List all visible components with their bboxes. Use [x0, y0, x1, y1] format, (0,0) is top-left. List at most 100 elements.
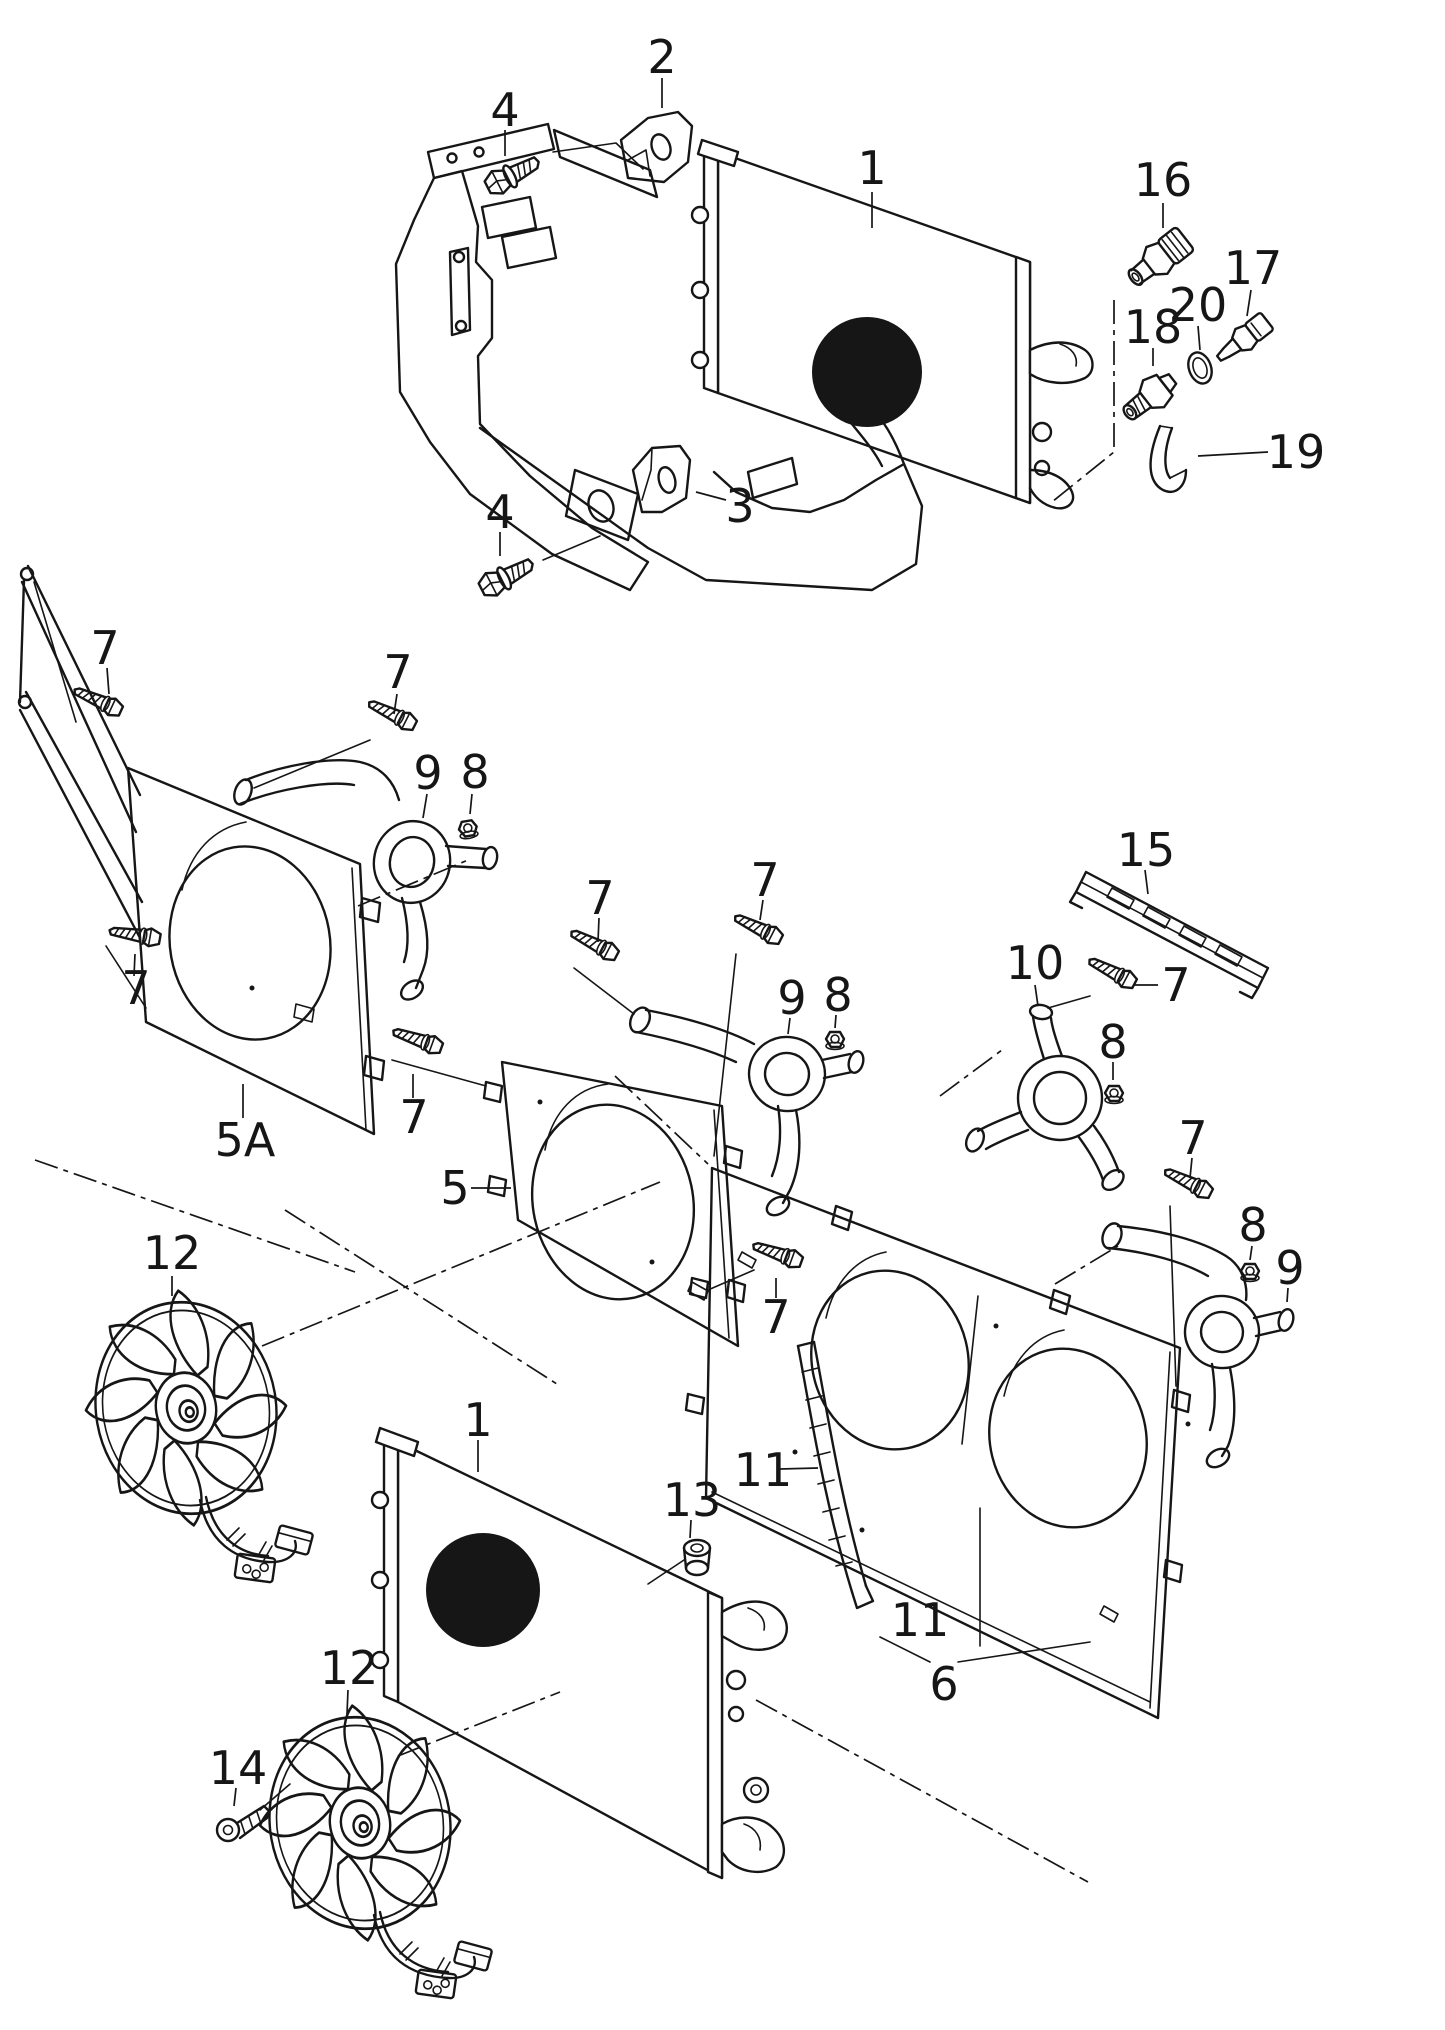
- part-callout-1: 1: [463, 1393, 492, 1447]
- part-callout-14: 14: [209, 1741, 268, 1795]
- part-callout-19: 19: [1267, 425, 1326, 479]
- blackout-dot-top: [812, 317, 922, 427]
- callout-leader-8: [469, 793, 473, 815]
- callout-leader-8: [834, 1014, 837, 1029]
- screw-7h: [1084, 950, 1141, 993]
- callout-leader-9: [1286, 1287, 1289, 1303]
- support-rail-15: [1068, 870, 1270, 1000]
- plug-13: [682, 1538, 712, 1577]
- part-callout-7: 7: [90, 621, 119, 675]
- part-callout-7: 7: [383, 645, 412, 699]
- callout-leader-17: [1246, 289, 1252, 317]
- part-callout-7: 7: [585, 871, 614, 925]
- screw-7e: [389, 1021, 446, 1058]
- callout-leader-9: [787, 1017, 791, 1035]
- fan-shroud-dual-6: [684, 1166, 1192, 1720]
- fan-shroud-5a: [17, 564, 386, 1136]
- seal-strip-11: [796, 1340, 875, 1610]
- part-callout-17: 17: [1224, 241, 1283, 295]
- part-callout-7: 7: [1178, 1111, 1207, 1165]
- part-callout-5A: 5A: [215, 1113, 276, 1167]
- screw-7g: [749, 1235, 806, 1272]
- coolant-pipe-9c: [628, 1006, 865, 1217]
- part-callout-8: 8: [1238, 1198, 1267, 1252]
- nut-8a: [456, 818, 480, 842]
- bolt-4b: [474, 551, 540, 602]
- part-callout-4: 4: [490, 83, 519, 137]
- leader-lines: [33, 142, 1177, 1811]
- part-callout-9: 9: [1275, 1241, 1304, 1295]
- seal-ring-20: [1187, 351, 1213, 385]
- part-callout-18: 18: [1124, 300, 1183, 354]
- screw-7f: [729, 907, 786, 949]
- part-callout-7: 7: [761, 1290, 790, 1344]
- temp-sensor-17: [1215, 312, 1274, 362]
- part-callout-8: 8: [1098, 1015, 1127, 1069]
- nut-8b: [824, 1030, 846, 1051]
- callout-leader-12: [346, 1689, 349, 1715]
- callout-leader-7: [133, 953, 136, 977]
- part-callout-2: 2: [647, 30, 676, 84]
- coolant-pipe-9b: [1101, 1222, 1295, 1469]
- callout-leader-8: [1249, 1245, 1253, 1261]
- thermo-switch-16: [1127, 226, 1195, 287]
- radiator-top: [690, 138, 1094, 510]
- screw-7a: [69, 680, 126, 721]
- part-callout-7: 7: [399, 1090, 428, 1144]
- part-callout-8: 8: [823, 968, 852, 1022]
- thermo-switch-18: [1122, 373, 1178, 421]
- screw-14: [215, 1804, 271, 1843]
- callout-leader-7: [597, 917, 600, 943]
- part-callout-10: 10: [1006, 936, 1065, 990]
- fan-shroud-5: [482, 1060, 747, 1348]
- callout-leader-7: [393, 693, 398, 715]
- nut-8c: [1103, 1084, 1125, 1105]
- callout-leader-19: [1197, 451, 1269, 457]
- part-callout-7: 7: [750, 853, 779, 907]
- callout-leader-20: [1197, 325, 1201, 351]
- bracket-lower-3: [631, 444, 692, 514]
- radiator-bottom: [370, 1426, 788, 1880]
- part-callout-4: 4: [485, 485, 514, 539]
- part-callout-8: 8: [460, 745, 489, 799]
- part-callout-6: 6: [929, 1657, 958, 1711]
- callout-leader-7: [1189, 1157, 1193, 1179]
- pipe-bracket-10: [964, 1003, 1125, 1192]
- screw-7d: [566, 922, 623, 965]
- part-callout-7: 7: [121, 961, 150, 1015]
- part-callout-12: 12: [320, 1641, 379, 1695]
- screw-7b: [363, 693, 420, 735]
- callout-leader-7: [106, 667, 110, 695]
- part-callout-9: 9: [413, 746, 442, 800]
- bracket-upper-2: [619, 110, 694, 184]
- part-callout-13: 13: [663, 1473, 722, 1527]
- callout-leader-14: [233, 1787, 237, 1807]
- part-callout-11: 11: [734, 1443, 793, 1497]
- callout-leader-9: [422, 793, 428, 819]
- callout-leader-13: [689, 1519, 692, 1539]
- part-callout-9: 9: [777, 971, 806, 1025]
- cooling-fan-12b: [242, 1690, 493, 2000]
- part-callout-15: 15: [1117, 823, 1176, 877]
- bolt-4a: [480, 149, 546, 200]
- retaining-clip-19: [1149, 424, 1188, 493]
- part-callout-3: 3: [725, 479, 754, 533]
- callout-leader-11: [779, 1467, 819, 1470]
- part-callout-5: 5: [440, 1161, 469, 1215]
- callout-leader-10: [1034, 984, 1039, 1007]
- coolant-pipe-9a: [233, 759, 499, 1001]
- part-callout-12: 12: [143, 1226, 202, 1280]
- part-callout-7: 7: [1161, 958, 1190, 1012]
- callout-leader-3: [695, 491, 727, 501]
- screw-7i: [1159, 1161, 1216, 1203]
- blackout-dot-bottom: [426, 1533, 540, 1647]
- callout-leader-7: [759, 899, 764, 921]
- assembly-axis-lines: [34, 300, 1119, 1883]
- callout-leader-15: [1144, 869, 1149, 895]
- lock-carrier-frame: [394, 122, 924, 592]
- part-callout-20: 20: [1169, 278, 1228, 332]
- screw-7c: [106, 920, 163, 950]
- cooling-fan-12a: [68, 1275, 314, 1584]
